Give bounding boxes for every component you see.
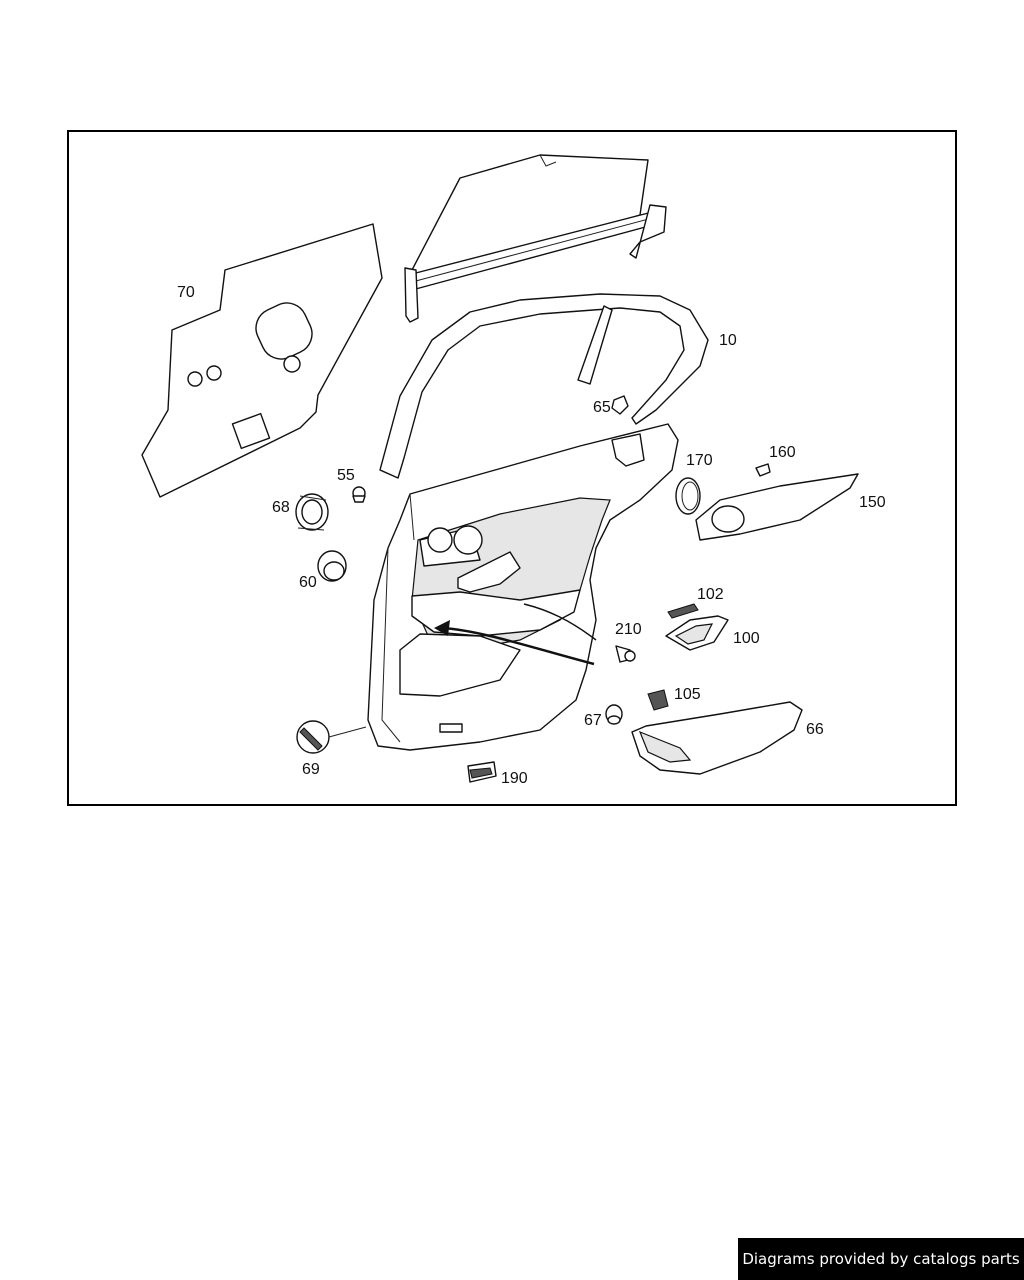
part-190-lamp (467, 761, 497, 783)
callout-68: 68 (272, 499, 290, 516)
part-102-switch (667, 603, 699, 619)
part-150-trim-strip (695, 473, 859, 541)
part-160-clip (755, 463, 771, 477)
part-69-tool-symbol (296, 720, 367, 754)
part-105-switch-block (647, 689, 669, 711)
callout-55: 55 (337, 467, 355, 484)
callout-160: 160 (769, 444, 796, 461)
callout-67: 67 (584, 712, 602, 729)
callout-70: 70 (177, 284, 195, 301)
callout-170: 170 (686, 452, 713, 469)
footer-credit-badge: Diagrams provided by catalogs parts (738, 1238, 1024, 1280)
part-65-clip (611, 395, 629, 415)
callout-210: 210 (615, 621, 642, 638)
part-210-screw (615, 645, 636, 663)
assembly-arrows (434, 603, 597, 666)
part-68-speaker-bracket (295, 493, 329, 531)
callout-150: 150 (859, 494, 886, 511)
part-55-clip (352, 486, 366, 503)
callout-190: 190 (501, 770, 528, 787)
callout-60: 60 (299, 574, 317, 591)
part-100-handle-bezel (665, 615, 729, 651)
callout-10: 10 (719, 332, 737, 349)
part-60-grommet (317, 550, 347, 582)
part-67-clip (605, 704, 623, 725)
door-trim-panel (367, 423, 679, 751)
callout-105: 105 (674, 686, 701, 703)
footer-credit-text: Diagrams provided by catalogs parts (742, 1250, 1020, 1268)
callout-102: 102 (697, 586, 724, 603)
callout-100: 100 (733, 630, 760, 647)
part-170-tweeter-cover (675, 477, 701, 515)
callout-65: 65 (593, 399, 611, 416)
callout-66: 66 (806, 721, 824, 738)
part-66-armrest (631, 701, 803, 775)
part-70-insulation-panel (141, 223, 383, 498)
roller-sunblind (404, 154, 667, 323)
callout-69: 69 (302, 761, 320, 778)
part-10-window-frame (379, 293, 709, 479)
